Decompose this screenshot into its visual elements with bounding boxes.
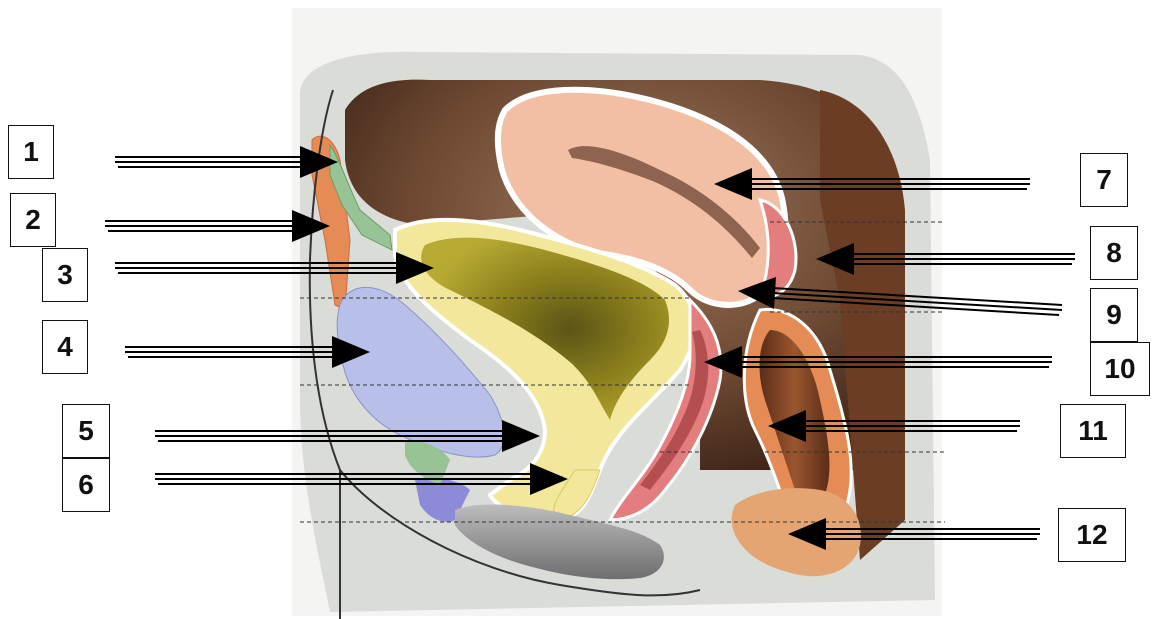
label-box-6: 6 [62, 458, 110, 512]
label-box-5: 5 [62, 404, 110, 458]
label-box-7: 7 [1080, 153, 1128, 207]
arrow-2 [105, 210, 330, 242]
arrow-1 [115, 146, 338, 178]
label-box-11: 11 [1060, 404, 1126, 458]
label-box-3: 3 [42, 248, 88, 302]
label-box-4: 4 [42, 320, 88, 374]
label-box-12: 12 [1058, 508, 1126, 562]
label-box-8: 8 [1090, 226, 1138, 280]
label-box-9: 9 [1090, 288, 1138, 342]
label-box-10: 10 [1090, 342, 1150, 396]
label-box-2: 2 [10, 193, 56, 247]
arrow-4 [125, 336, 370, 368]
label-box-1: 1 [8, 125, 54, 179]
